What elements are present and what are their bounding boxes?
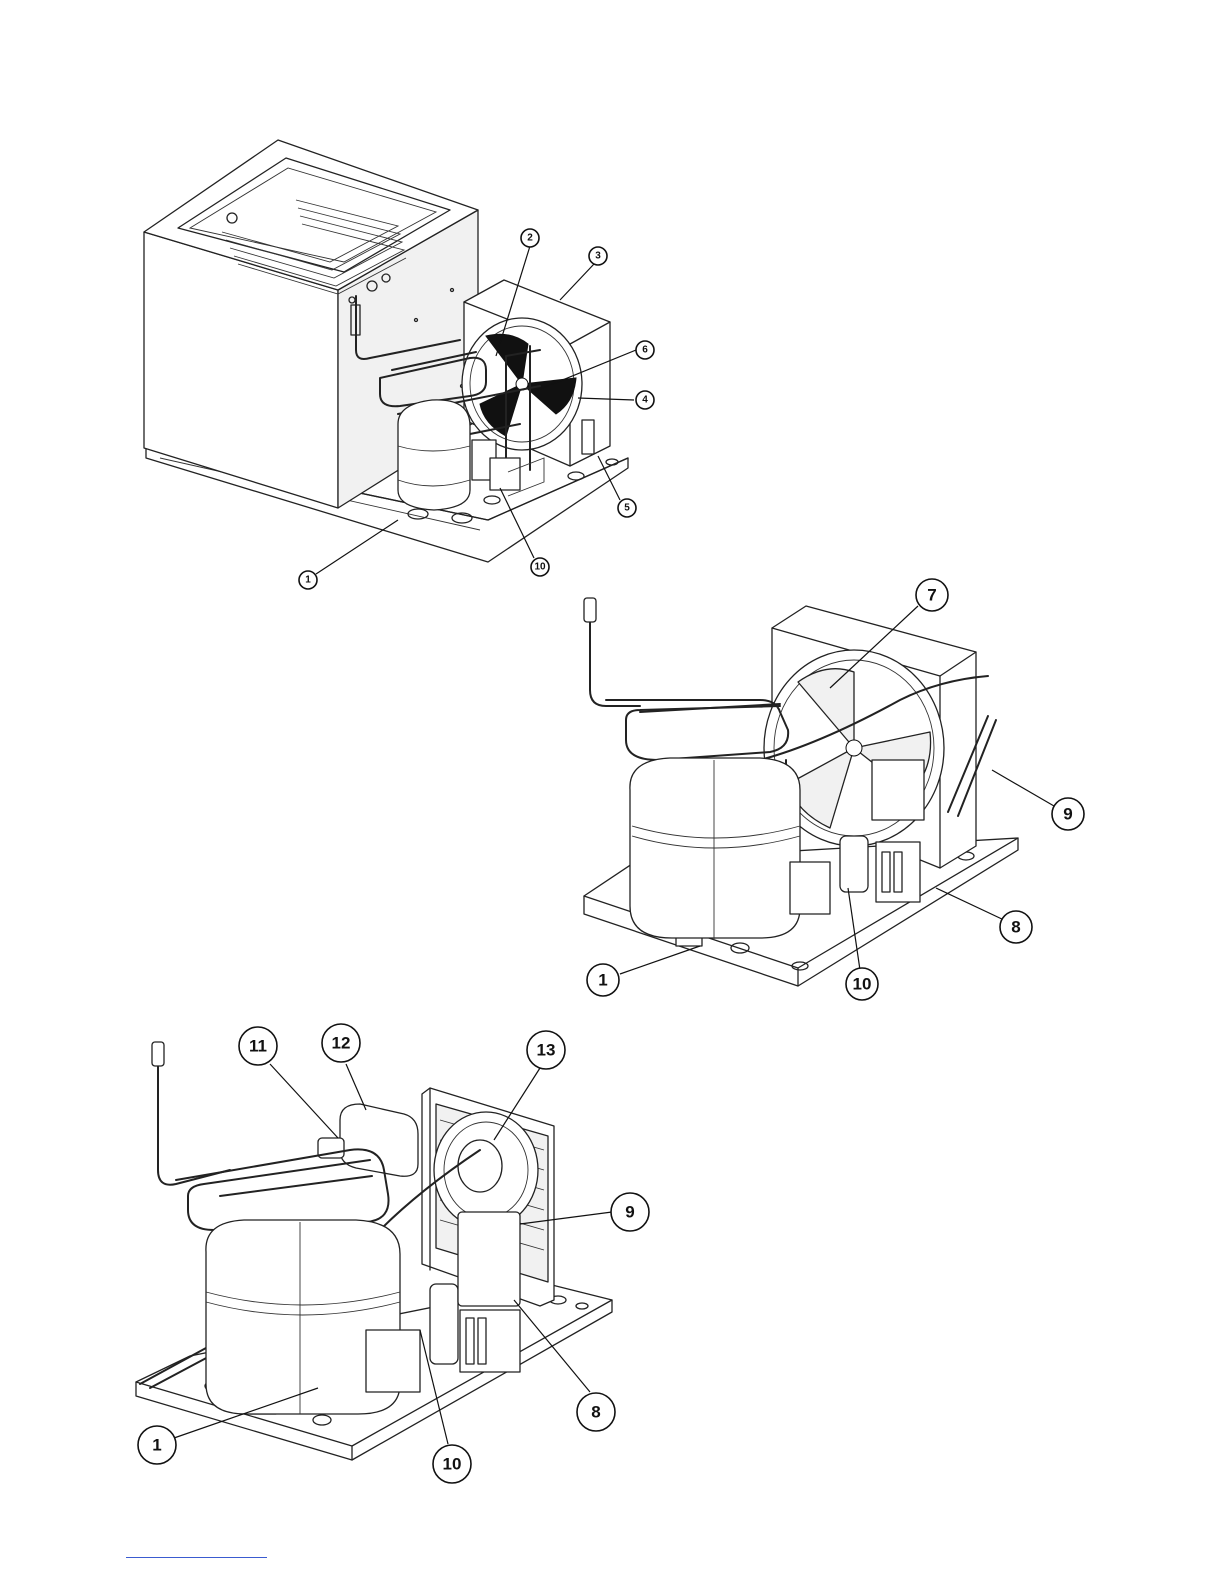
- callout-label: 1: [152, 1436, 161, 1455]
- callout-bubble: 2: [521, 229, 539, 247]
- callout-label: 2: [527, 233, 533, 244]
- callout-label: 10: [534, 562, 546, 573]
- callout-bubble: 5: [618, 499, 636, 517]
- callout-bubble: 1: [299, 571, 317, 589]
- callout-bubble: 9: [1052, 798, 1084, 830]
- callout-bubble: 8: [1000, 911, 1032, 943]
- callout-label: 1: [598, 971, 607, 990]
- callout-bubble: 10: [531, 558, 549, 576]
- callout-label: 5: [624, 503, 630, 514]
- callout-bubble: 10: [433, 1445, 471, 1483]
- callout-label: 9: [1063, 805, 1072, 824]
- callout-bubble: 9: [611, 1193, 649, 1231]
- callout-bubble: 6: [636, 341, 654, 359]
- callout-bubble: 1: [587, 964, 619, 996]
- figure-c-drawing: [136, 1042, 612, 1460]
- callout-label: 8: [1011, 918, 1020, 937]
- callout-bubble: 8: [577, 1393, 615, 1431]
- callout-label: 4: [642, 395, 648, 406]
- callout-bubble: 11: [239, 1027, 277, 1065]
- callout-bubble: 12: [322, 1024, 360, 1062]
- callout-label: 13: [537, 1041, 556, 1060]
- callout-bubble: 7: [916, 579, 948, 611]
- callout-label: 12: [332, 1034, 351, 1053]
- callout-label: 8: [591, 1403, 600, 1422]
- callout-bubble: 10: [846, 968, 878, 1000]
- figure-b-drawing: [584, 598, 1054, 986]
- callout-label: 11: [249, 1037, 267, 1056]
- callout-bubble: 13: [527, 1031, 565, 1069]
- callout-label: 1: [305, 575, 311, 586]
- callout-label: 7: [927, 586, 936, 605]
- figure-a-drawing: [144, 140, 636, 574]
- callout-label: 3: [595, 251, 601, 262]
- callout-bubble: 4: [636, 391, 654, 409]
- callout-label: 9: [625, 1203, 634, 1222]
- callout-label: 10: [443, 1455, 462, 1474]
- callout-bubble: 1: [138, 1426, 176, 1464]
- callout-bubble: 3: [589, 247, 607, 265]
- footer-rule: [126, 1557, 267, 1558]
- callout-label: 6: [642, 345, 648, 356]
- callout-label: 10: [853, 975, 872, 994]
